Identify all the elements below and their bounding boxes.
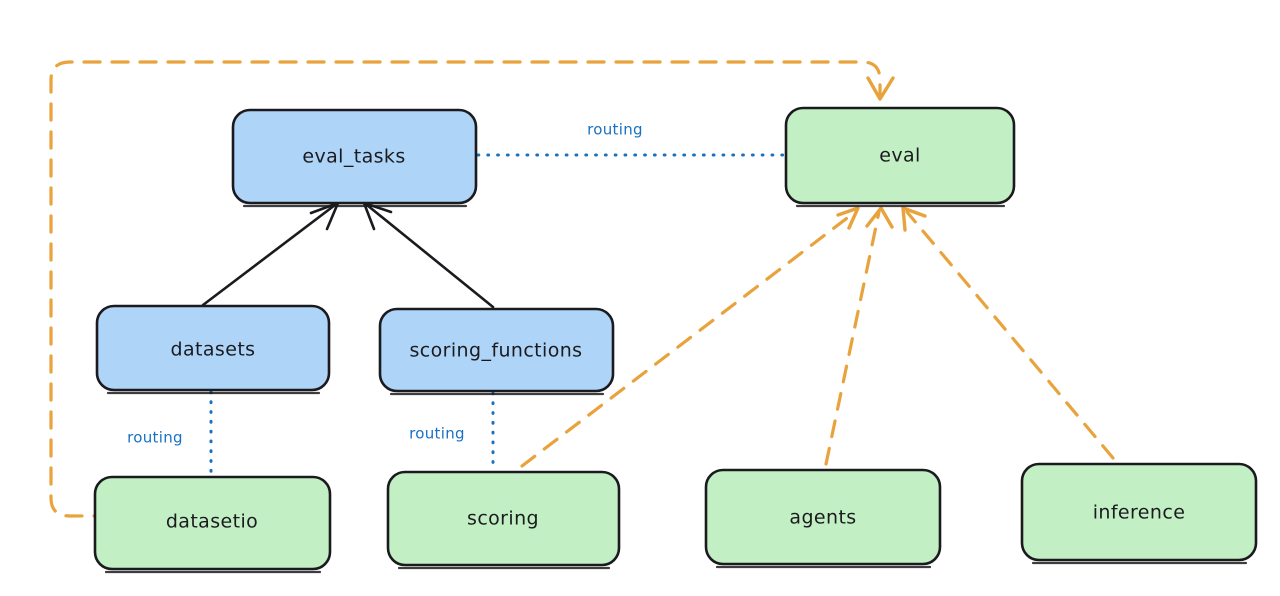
- node-scoring-functions[interactable]: scoring_functions: [378, 307, 615, 396]
- routing-edges-group: [209, 153, 786, 477]
- solid-edges-group: [201, 201, 495, 309]
- node-agents-box: [704, 468, 942, 566]
- node-agents-label: agents: [789, 507, 856, 529]
- edge-datasets-to-eval-tasks[interactable]: [201, 201, 340, 307]
- edge-labels-group: routing routing routing: [127, 121, 643, 447]
- edge-agents-to-eval-arrowhead: [865, 206, 894, 229]
- node-eval-tasks-label: eval_tasks: [302, 146, 405, 168]
- edge-agents-to-eval-line: [824, 210, 881, 466]
- node-scoring-label: scoring: [467, 508, 539, 530]
- edge-label-routing-datasetio: routing: [127, 429, 183, 447]
- node-scoring-functions-box: [378, 307, 615, 393]
- node-inference[interactable]: inference: [1020, 462, 1258, 565]
- node-eval[interactable]: eval: [784, 106, 1016, 208]
- edge-inference-to-eval[interactable]: [901, 206, 1115, 460]
- edge-eval-to-datasetio[interactable]: [49, 60, 895, 518]
- node-agents[interactable]: agents: [704, 468, 942, 569]
- edge-label-routing-eval: routing: [587, 121, 643, 139]
- node-datasetio[interactable]: datasetio: [93, 475, 332, 574]
- edge-eval-to-datasetio-arrowhead: [866, 76, 895, 101]
- edge-scoring-to-eval-arrowhead: [836, 206, 860, 230]
- node-eval-label: eval: [879, 145, 920, 167]
- edge-label-routing-scoring: routing: [409, 425, 465, 443]
- node-eval-tasks[interactable]: eval_tasks: [231, 108, 478, 208]
- node-scoring-box: [386, 470, 621, 567]
- edge-scoring-functions-to-eval-tasks[interactable]: [362, 201, 495, 309]
- node-datasetio-box: [93, 475, 332, 571]
- edge-datasets-to-eval-tasks-line: [201, 203, 337, 307]
- dependency-edges-group: [49, 60, 1115, 518]
- node-datasets-label: datasets: [171, 339, 256, 361]
- node-datasetio-label: datasetio: [166, 511, 258, 533]
- edge-scoring-to-eval-line: [520, 210, 857, 468]
- edge-eval-to-datasetio-line: [49, 60, 882, 518]
- node-inference-box: [1020, 462, 1258, 562]
- edge-inference-to-eval-line: [905, 210, 1115, 460]
- edge-scoring-functions-to-eval-tasks-line: [365, 203, 495, 309]
- node-eval-tasks-box: [231, 108, 478, 205]
- edge-scoring-to-eval[interactable]: [520, 206, 860, 468]
- node-inference-label: inference: [1093, 502, 1186, 524]
- node-datasets-box: [95, 304, 331, 392]
- node-datasets[interactable]: datasets: [95, 304, 331, 395]
- edge-inference-to-eval-arrowhead: [901, 206, 927, 232]
- edge-agents-to-eval[interactable]: [824, 206, 894, 466]
- node-scoring[interactable]: scoring: [386, 470, 621, 570]
- node-eval-box: [784, 106, 1016, 205]
- node-scoring-functions-label: scoring_functions: [410, 340, 583, 362]
